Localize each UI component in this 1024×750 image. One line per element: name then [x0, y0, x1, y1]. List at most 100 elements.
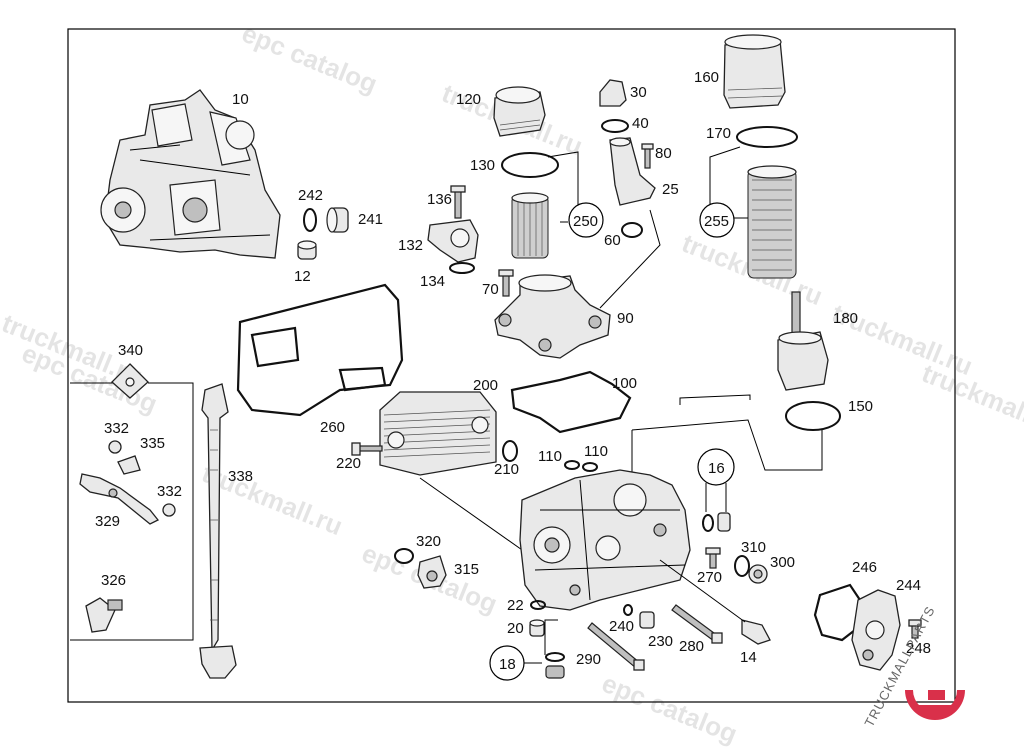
part-16-plug[interactable] [717, 512, 731, 532]
part-30-cap[interactable] [599, 79, 627, 107]
part-180-filter-base[interactable] [777, 291, 829, 391]
part-246-gasket[interactable] [813, 583, 862, 642]
part-200-oil-cooler[interactable] [379, 391, 497, 476]
callout-136: 136 [427, 191, 452, 208]
part-160-filter-cover[interactable] [723, 34, 786, 109]
callout-315: 315 [454, 561, 479, 578]
part-40-oring[interactable] [601, 119, 629, 133]
callout-30: 30 [630, 84, 647, 101]
part-260-gasket[interactable] [236, 283, 404, 417]
callout-241: 241 [358, 211, 383, 228]
part-300-plug[interactable] [748, 564, 768, 584]
part-90-filter-housing[interactable] [494, 274, 611, 359]
part-290-bolt[interactable] [587, 622, 645, 671]
part-60-oring[interactable] [621, 222, 643, 238]
group-box-340 [70, 382, 194, 641]
callout-220: 220 [336, 455, 361, 472]
part-110-oring-a[interactable] [564, 460, 580, 470]
callout-40: 40 [632, 115, 649, 132]
callout-244: 244 [896, 577, 921, 594]
callout-10: 10 [232, 91, 249, 108]
part-230-plug[interactable] [639, 611, 655, 629]
part-80-bolt[interactable] [641, 143, 654, 169]
part-240-washer[interactable] [623, 604, 633, 616]
part-150-oring[interactable] [785, 401, 841, 431]
callout-310: 310 [741, 539, 766, 556]
callout-300: 300 [770, 554, 795, 571]
callout-242: 242 [298, 187, 323, 204]
part-120-filter-cap[interactable] [493, 86, 546, 137]
callout-340: 340 [118, 342, 143, 359]
callout-14: 14 [740, 649, 757, 666]
part-280-bolt[interactable] [671, 604, 723, 644]
part-338-dipstick-tube[interactable] [199, 383, 237, 679]
part-242-oring[interactable] [303, 208, 317, 232]
callout-270: 270 [697, 569, 722, 586]
part-110-oring-b[interactable] [582, 462, 598, 472]
callout-70: 70 [482, 281, 499, 298]
part-18-drain-plug[interactable] [545, 665, 565, 679]
part-22-washer[interactable] [530, 600, 546, 610]
part-14-fitting[interactable] [741, 619, 771, 645]
part-210-oring[interactable] [502, 440, 518, 462]
part-16-oring[interactable] [702, 514, 714, 532]
part-10-engine-assembly[interactable] [100, 89, 281, 259]
callout-18: 18 [499, 656, 516, 673]
part-134-oring[interactable] [449, 262, 475, 274]
callout-332a: 332 [104, 420, 129, 437]
callout-22: 22 [507, 597, 524, 614]
part-170-oring[interactable] [736, 126, 798, 148]
callout-circle-255 [699, 202, 735, 238]
callout-circle-250 [568, 202, 604, 238]
part-335-clip[interactable] [117, 455, 141, 475]
part-320-oring[interactable] [394, 548, 414, 564]
callout-20: 20 [507, 620, 524, 637]
part-332-bolt-b[interactable] [162, 503, 176, 517]
bracket-18 [524, 619, 558, 664]
part-20-plug[interactable] [529, 619, 545, 637]
part-310-oring[interactable] [734, 555, 750, 577]
leader-lines [419, 394, 823, 553]
part-136-bolt[interactable] [450, 185, 466, 219]
part-332-bolt-a[interactable] [108, 440, 122, 454]
callout-160: 160 [694, 69, 719, 86]
part-12-seal[interactable] [297, 240, 317, 260]
part-220-bolt[interactable] [351, 442, 383, 456]
part-18-oring[interactable] [545, 652, 565, 662]
callout-338: 338 [228, 468, 253, 485]
part-326-sensor[interactable] [85, 597, 123, 633]
part-filter-cartridge[interactable] [747, 165, 797, 279]
part-oil-filter-element[interactable] [511, 192, 549, 259]
callout-335: 335 [140, 435, 165, 452]
part-340-flange[interactable] [111, 363, 149, 399]
callout-110a: 110 [538, 448, 562, 465]
callout-326: 326 [101, 572, 126, 589]
part-244-housing[interactable] [851, 589, 901, 671]
callout-132: 132 [398, 237, 423, 254]
part-front-cover[interactable] [519, 469, 691, 611]
part-130-oring[interactable] [501, 152, 559, 178]
callout-250: 250 [573, 213, 598, 230]
callout-90: 90 [617, 310, 634, 327]
callout-230: 230 [648, 633, 673, 650]
part-70-bolt[interactable] [498, 269, 514, 297]
part-248-bolt[interactable] [908, 619, 922, 639]
part-241-plug[interactable] [326, 207, 349, 233]
callout-150: 150 [848, 398, 873, 415]
part-315-sensor[interactable] [417, 555, 447, 589]
callout-circle-16 [697, 448, 735, 486]
callout-170: 170 [706, 125, 731, 142]
callout-280: 280 [679, 638, 704, 655]
callout-255: 255 [704, 213, 729, 230]
callout-110b: 110 [584, 443, 608, 460]
part-132-housing[interactable] [427, 219, 479, 263]
callout-16: 16 [708, 460, 725, 477]
callout-80: 80 [655, 145, 672, 162]
part-25-bracket[interactable] [609, 137, 656, 206]
callout-260: 260 [320, 419, 345, 436]
part-270-bolt[interactable] [705, 547, 721, 569]
callout-12: 12 [294, 268, 311, 285]
part-100-gasket[interactable] [510, 370, 632, 434]
callout-246: 246 [852, 559, 877, 576]
part-329-bracket[interactable] [79, 473, 160, 525]
